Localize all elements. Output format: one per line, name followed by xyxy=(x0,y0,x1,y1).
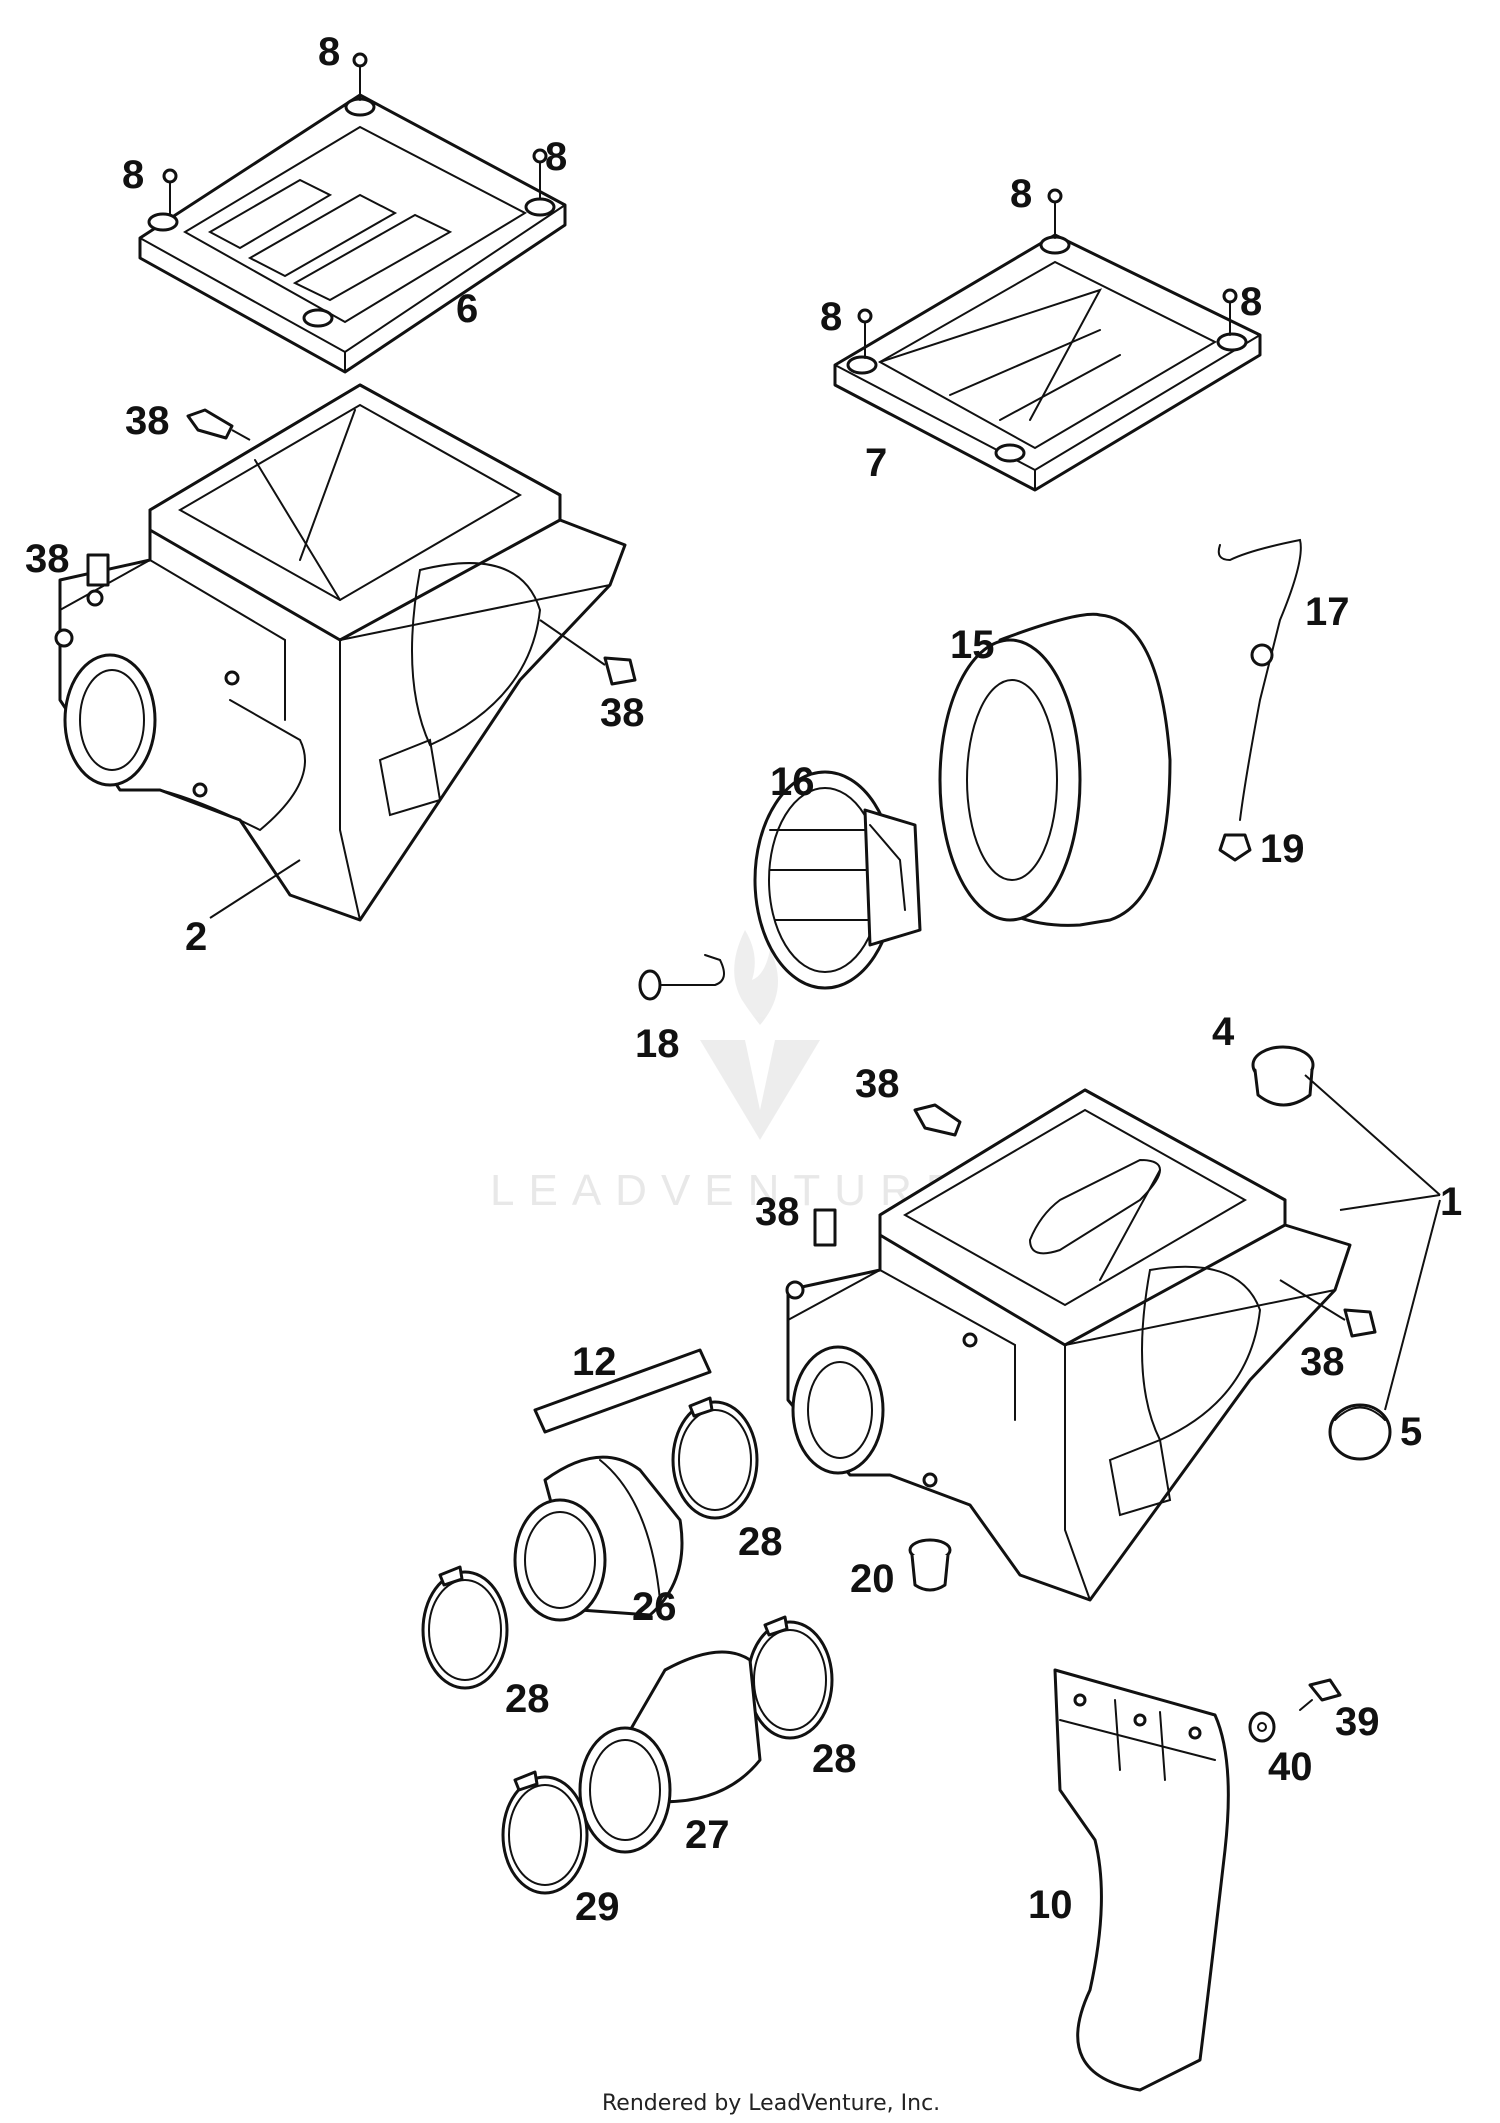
callout-5: 5 xyxy=(1400,1410,1422,1454)
callout-38: 38 xyxy=(125,399,170,443)
part-7-cover-plate xyxy=(833,233,1262,492)
callout-labels: 8 8 8 6 8 8 8 7 38 38 38 2 17 15 16 19 1… xyxy=(25,30,1462,1929)
watermark-logo-icon xyxy=(700,1040,820,1140)
part-20-drain-plug xyxy=(908,1538,952,1592)
callout-29: 29 xyxy=(575,1885,620,1929)
footer-credit: Rendered by LeadVenture, Inc. xyxy=(602,2091,940,2116)
watermark-text: LEADVENTURE xyxy=(490,1166,969,1215)
part-28-clamps xyxy=(421,1396,834,1740)
part-2-airbox xyxy=(54,383,627,922)
callout-28: 28 xyxy=(738,1520,783,1564)
callout-8: 8 xyxy=(1010,172,1032,216)
part-5-cap xyxy=(1328,1403,1392,1461)
part-19-nut xyxy=(1218,833,1252,862)
part-17-wire-clip xyxy=(1217,538,1302,821)
callout-16: 16 xyxy=(770,760,815,804)
callout-38: 38 xyxy=(855,1062,900,1106)
callout-27: 27 xyxy=(685,1813,730,1857)
callout-28: 28 xyxy=(812,1737,857,1781)
part-6-cover-plate xyxy=(138,93,567,374)
callout-17: 17 xyxy=(1305,590,1350,634)
part-4-plug xyxy=(1251,1045,1315,1107)
part-38-bolts-airbox-2 xyxy=(86,408,637,686)
callout-4: 4 xyxy=(1212,1010,1235,1054)
watermark-flame-icon xyxy=(734,930,778,1025)
part-29-clamp xyxy=(501,1770,589,1895)
callout-8: 8 xyxy=(1240,280,1262,324)
leadventure-watermark: LEADVENTURE xyxy=(490,930,969,1215)
part-8-screws-cover-6 xyxy=(162,52,548,216)
callout-38: 38 xyxy=(600,691,645,735)
part-1-airbox xyxy=(785,1088,1352,1602)
part-40-washer xyxy=(1248,1711,1276,1743)
callout-1: 1 xyxy=(1440,1180,1462,1224)
part-10-mud-flap xyxy=(1053,1668,1230,2092)
callout-19: 19 xyxy=(1260,827,1305,871)
callout-38: 38 xyxy=(1300,1340,1345,1384)
callout-8: 8 xyxy=(122,153,144,197)
callout-38: 38 xyxy=(755,1190,800,1234)
part-1-leader-lines xyxy=(1304,1074,1441,1411)
callout-26: 26 xyxy=(632,1585,677,1629)
part-8-screws-cover-7 xyxy=(857,188,1238,359)
callout-28: 28 xyxy=(505,1677,550,1721)
part-18-pin xyxy=(638,954,725,1001)
callout-15: 15 xyxy=(950,623,995,667)
part-12-hose xyxy=(533,1348,712,1434)
callout-6: 6 xyxy=(456,287,478,331)
part-27-reducer-boot xyxy=(578,1650,762,1854)
part-38-bolts-airbox-1 xyxy=(813,1103,1377,1338)
callout-7: 7 xyxy=(865,441,887,485)
callout-10: 10 xyxy=(1028,1883,1073,1927)
callout-39: 39 xyxy=(1335,1700,1380,1744)
callout-38: 38 xyxy=(25,537,70,581)
leader-2 xyxy=(209,859,301,919)
part-39-screw xyxy=(1299,1678,1342,1711)
callout-12: 12 xyxy=(572,1340,617,1384)
callout-40: 40 xyxy=(1268,1745,1313,1789)
part-15-air-filter xyxy=(938,612,1172,927)
callout-8: 8 xyxy=(318,30,340,74)
callout-18: 18 xyxy=(635,1022,680,1066)
part-26-intake-boot xyxy=(513,1455,684,1622)
callout-8: 8 xyxy=(820,295,842,339)
part-16-filter-cage xyxy=(753,770,922,990)
callout-20: 20 xyxy=(850,1557,895,1601)
callout-8: 8 xyxy=(545,135,567,179)
callout-2: 2 xyxy=(185,915,207,959)
